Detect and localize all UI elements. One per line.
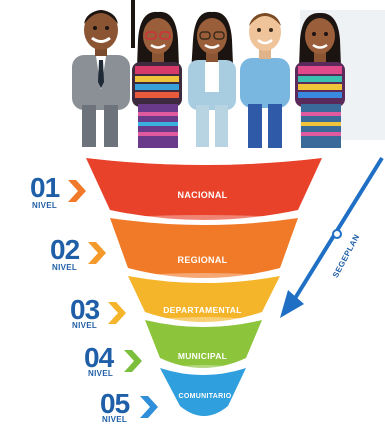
level-5-number: 05 bbox=[100, 388, 130, 419]
level-5-word: NIVEL bbox=[102, 415, 128, 424]
chevron-icon bbox=[140, 396, 158, 418]
woman-traditional-icon bbox=[132, 11, 182, 148]
funnel-rim-departamental bbox=[128, 273, 280, 283]
level-2-word: NIVEL bbox=[52, 263, 78, 272]
funnel-rim-comunitario bbox=[160, 365, 246, 375]
funnel-band-regional bbox=[110, 218, 298, 278]
divider-line bbox=[131, 0, 135, 48]
people-illustration bbox=[72, 0, 385, 148]
funnel-band-nacional bbox=[86, 158, 322, 220]
funnel-band-comunitario bbox=[160, 368, 246, 416]
level-1-word: NIVEL bbox=[32, 201, 58, 210]
woman-traditional-icon bbox=[295, 12, 345, 148]
level-2-number: 02 bbox=[50, 234, 80, 265]
funnel-band-departamental bbox=[128, 276, 280, 322]
funnel-band-municipal bbox=[145, 320, 262, 368]
arrow-dot bbox=[332, 229, 342, 239]
funnel-rim-regional bbox=[110, 215, 298, 225]
band-label-regional: REGIONAL bbox=[177, 255, 228, 265]
level-4-number: 04 bbox=[84, 342, 114, 373]
level-4-word: NIVEL bbox=[88, 369, 114, 378]
arrow-head-icon bbox=[280, 290, 304, 318]
chevron-icon bbox=[124, 350, 142, 372]
chevron-icon bbox=[68, 180, 86, 202]
band-label-nacional: NACIONAL bbox=[177, 190, 228, 200]
chevron-icon bbox=[108, 302, 126, 324]
funnel-rim-nacional bbox=[86, 155, 322, 165]
band-label-comunitario: COMUNITARIO bbox=[178, 393, 232, 400]
woman-glasses-icon bbox=[188, 11, 236, 147]
man-casual-icon bbox=[240, 13, 290, 148]
level-1-number: 01 bbox=[30, 172, 60, 203]
man-suit-icon bbox=[72, 10, 130, 147]
arrow-shaft bbox=[292, 156, 384, 302]
chevron-icon bbox=[88, 242, 106, 264]
funnel-rim-municipal bbox=[145, 317, 262, 327]
level-3-number: 03 bbox=[70, 294, 100, 325]
level-3-word: NIVEL bbox=[72, 321, 98, 330]
band-label-municipal: MUNICIPAL bbox=[177, 351, 228, 361]
band-label-departamental: DEPARTAMENTAL bbox=[163, 305, 242, 315]
